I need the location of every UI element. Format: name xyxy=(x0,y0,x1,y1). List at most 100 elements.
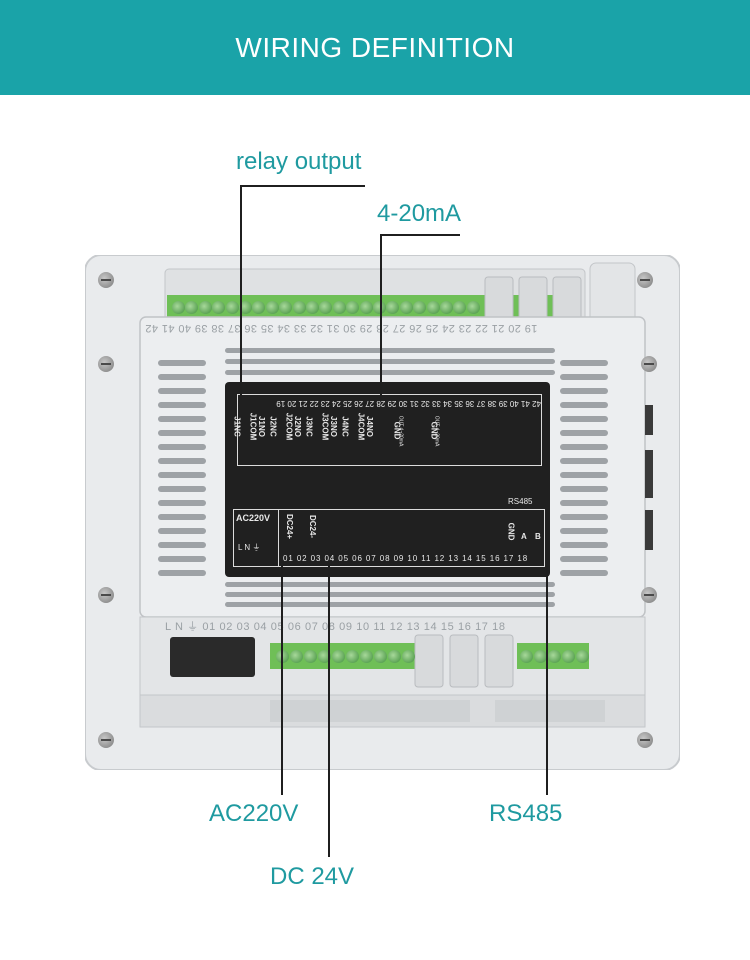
terminal-screw-icon xyxy=(198,301,212,314)
vent-slot xyxy=(158,402,206,408)
vent-slot xyxy=(560,528,608,534)
screw-icon xyxy=(637,732,653,748)
vent-slot xyxy=(225,582,555,587)
relay-label: J1COM xyxy=(248,412,258,441)
vent-slot xyxy=(225,592,555,597)
vent-slot xyxy=(158,486,206,492)
terminal-screw-icon xyxy=(520,650,533,663)
screw-icon xyxy=(98,272,114,288)
terminal-screw-icon xyxy=(346,301,360,314)
terminal-screw-icon xyxy=(359,301,373,314)
vent-slot xyxy=(560,360,608,366)
leader-line-rs485-v xyxy=(546,565,548,795)
out1-label: OUT 4~20mA xyxy=(433,415,440,447)
vent-slot xyxy=(225,370,555,375)
vent-slot xyxy=(158,556,206,562)
leader-line-analog-h xyxy=(380,234,460,236)
relay-label: J3NO xyxy=(328,416,338,437)
rs485-b-label: B xyxy=(535,532,541,541)
terminal-screw-icon xyxy=(332,650,345,663)
terminal-screw-icon xyxy=(212,301,226,314)
screw-icon xyxy=(637,272,653,288)
terminal-screw-icon xyxy=(576,650,589,663)
out2-label: OUT 4~20mA xyxy=(397,415,404,447)
terminal-screw-icon xyxy=(360,650,373,663)
wiring-label-panel: 42 41 40 39 38 37 36 35 34 33 32 31 30 2… xyxy=(225,382,550,577)
terminal-screw-icon xyxy=(290,650,303,663)
relay-grid xyxy=(237,394,542,466)
vent-slot xyxy=(158,472,206,478)
terminal-screw-icon xyxy=(239,301,252,314)
callout-ac-power: AC220V xyxy=(209,800,299,827)
rs485-header: RS485 xyxy=(508,497,533,506)
vent-slot xyxy=(560,458,608,464)
screw-icon xyxy=(98,732,114,748)
relay-label: J4COM xyxy=(356,412,366,441)
callout-rs485: RS485 xyxy=(489,800,563,827)
vent-slot xyxy=(158,444,206,450)
vent-slot xyxy=(560,500,608,506)
screw-icon xyxy=(98,356,114,372)
label-bottom-numbers: 01 02 03 04 05 06 07 08 09 10 11 12 13 1… xyxy=(283,554,529,563)
terminal-screw-icon xyxy=(534,650,547,663)
vent-slot xyxy=(158,542,206,548)
vent-slot xyxy=(560,430,608,436)
terminal-screw-icon xyxy=(466,301,480,314)
terminal-screw-icon xyxy=(413,301,427,314)
terminal-screw-icon xyxy=(279,301,293,314)
relay-label: J3NC xyxy=(304,416,314,437)
vent-slot xyxy=(158,416,206,422)
vent-slot xyxy=(560,556,608,562)
relay-label: J4NO xyxy=(364,416,374,437)
top-pin-numbers: 19 20 21 22 23 24 25 26 27 28 29 30 31 3… xyxy=(145,322,538,334)
leader-line-analog-v xyxy=(380,234,382,400)
vent-slot xyxy=(158,430,206,436)
vent-slot xyxy=(560,542,608,548)
rs485-gnd-label: GND xyxy=(506,522,516,541)
vent-slot xyxy=(560,402,608,408)
page-title: WIRING DEFINITION xyxy=(235,32,515,63)
callout-analog-output: 4-20mA xyxy=(377,200,462,227)
terminal-screw-icon xyxy=(306,301,319,314)
vent-slot xyxy=(158,514,206,520)
terminal-screw-icon xyxy=(318,650,331,663)
terminal-screw-icon xyxy=(265,301,279,314)
ac-terminal-labels: L N ⏚ xyxy=(238,543,261,552)
header-banner xyxy=(0,0,750,95)
vent-slot xyxy=(225,348,555,353)
vent-slot xyxy=(158,360,206,366)
vent-slot xyxy=(158,500,206,506)
terminal-screw-icon xyxy=(548,650,561,663)
terminal-screw-icon xyxy=(374,650,387,663)
vent-slot xyxy=(560,416,608,422)
screw-icon xyxy=(641,587,657,603)
terminal-screw-icon xyxy=(453,301,467,314)
vent-slot xyxy=(158,374,206,380)
ac220v-box xyxy=(233,509,279,567)
vent-slot xyxy=(560,472,608,478)
vent-slot xyxy=(560,374,608,380)
vent-slot xyxy=(560,514,608,520)
terminal-screw-icon xyxy=(373,301,386,314)
vent-slot xyxy=(158,528,206,534)
vent-slot xyxy=(158,458,206,464)
terminal-screw-icon xyxy=(332,301,346,314)
terminal-screw-icon xyxy=(399,301,413,314)
terminal-screw-icon xyxy=(319,301,333,314)
relay-label: J3COM xyxy=(320,412,330,441)
leader-line-relay-v xyxy=(240,185,242,400)
relay-label: J4NC xyxy=(340,416,350,437)
relay-label: J2NO xyxy=(292,416,302,437)
relay-label: J1NC xyxy=(232,416,242,437)
terminal-screw-icon xyxy=(426,301,440,314)
vent-slot xyxy=(560,570,608,576)
terminal-screw-icon xyxy=(440,301,453,314)
screw-icon xyxy=(98,587,114,603)
label-top-numbers: 42 41 40 39 38 37 36 35 34 33 32 31 30 2… xyxy=(276,399,541,408)
vent-slot xyxy=(560,444,608,450)
leader-line-ac-v xyxy=(281,565,283,795)
terminal-screw-icon xyxy=(346,650,359,663)
vent-slot xyxy=(560,388,608,394)
leader-line-dc-v xyxy=(328,565,330,857)
vent-slot xyxy=(560,486,608,492)
